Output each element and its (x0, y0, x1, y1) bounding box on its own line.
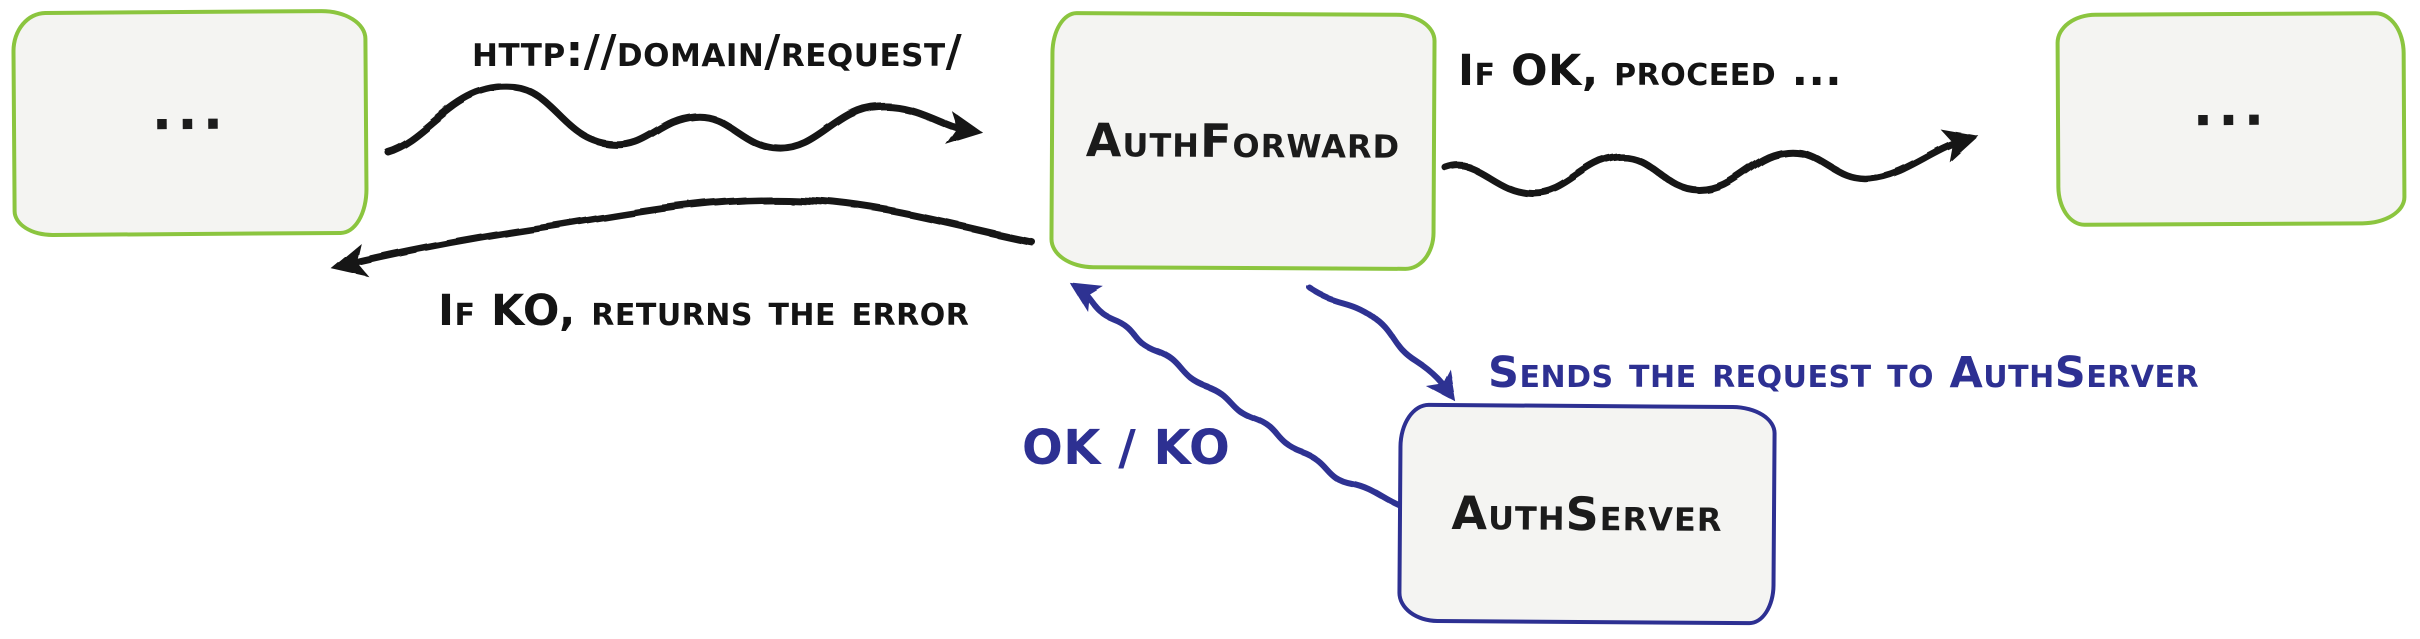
ko-return-arrow (331, 196, 1036, 278)
edge-label-request: http://domain/request/ (472, 26, 963, 77)
node-auth-forward: AuthForward (1049, 10, 1437, 272)
node-client-label: ... (151, 78, 229, 143)
node-upstream-label: ... (2192, 74, 2270, 139)
ok-proceed-arrow (1442, 129, 1979, 197)
node-auth-forward-label: AuthForward (1085, 113, 1401, 169)
edge-label-ko-return: If KO, returns the error (438, 286, 970, 336)
node-auth-server-label: AuthServer (1451, 486, 1723, 542)
edge-label-send-request: Sends the request to AuthServer (1488, 348, 2200, 398)
node-auth-server: AuthServer (1397, 402, 1777, 626)
edge-label-ok-proceed: If OK, proceed ... (1458, 46, 1843, 96)
node-client: ... (11, 8, 369, 238)
request-arrow (384, 84, 984, 156)
ok-ko-arrow (1069, 282, 1427, 515)
node-upstream: ... (2055, 11, 2407, 227)
edge-label-ok-ko: OK / KO (1022, 420, 1231, 476)
send-request-arrow (1307, 285, 1456, 402)
